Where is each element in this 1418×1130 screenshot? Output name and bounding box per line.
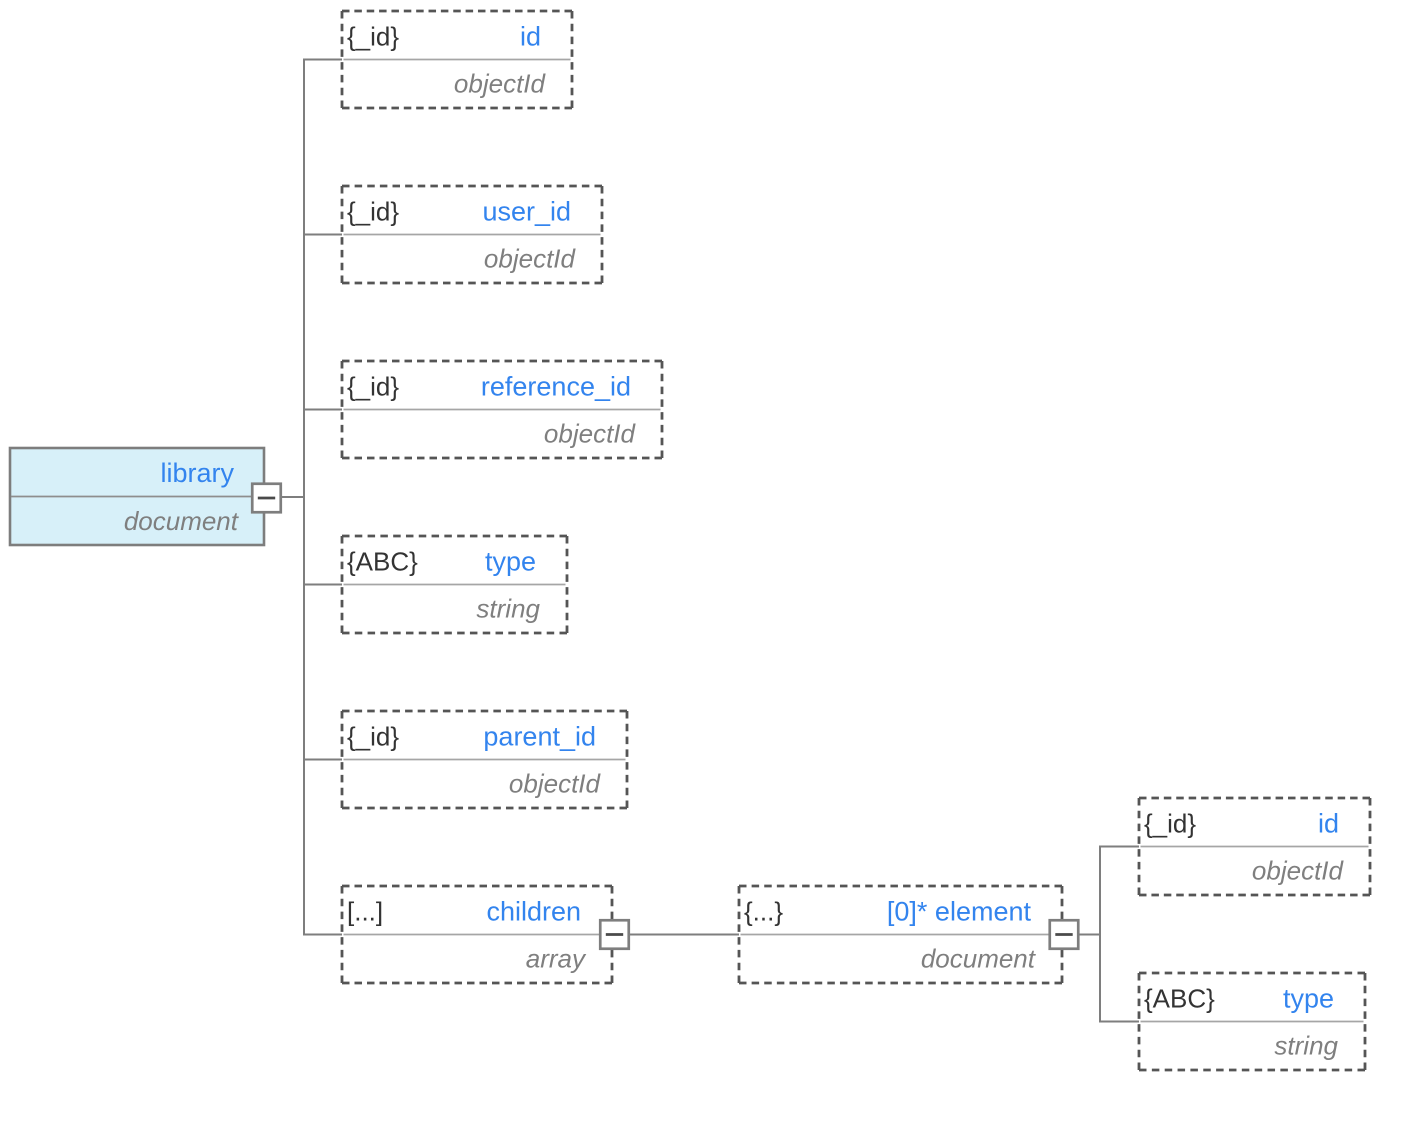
svg-text:{ABC}: {ABC} [1144, 984, 1215, 1014]
svg-text:parent_id: parent_id [483, 722, 596, 752]
svg-text:user_id: user_id [482, 197, 571, 227]
svg-text:id: id [520, 22, 541, 52]
svg-text:type: type [485, 547, 536, 577]
svg-text:[0]* element: [0]* element [887, 897, 1032, 927]
svg-text:{_id}: {_id} [347, 722, 399, 752]
svg-text:objectId: objectId [1252, 856, 1345, 886]
svg-text:objectId: objectId [544, 419, 637, 449]
svg-text:id: id [1318, 809, 1339, 839]
svg-text:library: library [160, 458, 234, 488]
svg-text:objectId: objectId [509, 769, 602, 799]
svg-text:type: type [1283, 984, 1334, 1014]
svg-text:string: string [476, 594, 540, 624]
svg-text:document: document [124, 506, 240, 536]
svg-text:reference_id: reference_id [481, 372, 631, 402]
svg-text:{_id}: {_id} [347, 372, 399, 402]
svg-text:{_id}: {_id} [347, 22, 399, 52]
svg-text:{_id}: {_id} [347, 197, 399, 227]
svg-text:[...]: [...] [347, 897, 383, 927]
svg-text:string: string [1274, 1031, 1338, 1061]
svg-text:document: document [921, 944, 1037, 974]
svg-text:objectId: objectId [454, 69, 547, 99]
svg-text:array: array [526, 944, 587, 974]
svg-text:children: children [486, 897, 581, 927]
svg-text:{_id}: {_id} [1144, 809, 1196, 839]
svg-text:{...}: {...} [744, 897, 783, 927]
svg-text:{ABC}: {ABC} [347, 547, 418, 577]
svg-text:objectId: objectId [484, 244, 577, 274]
